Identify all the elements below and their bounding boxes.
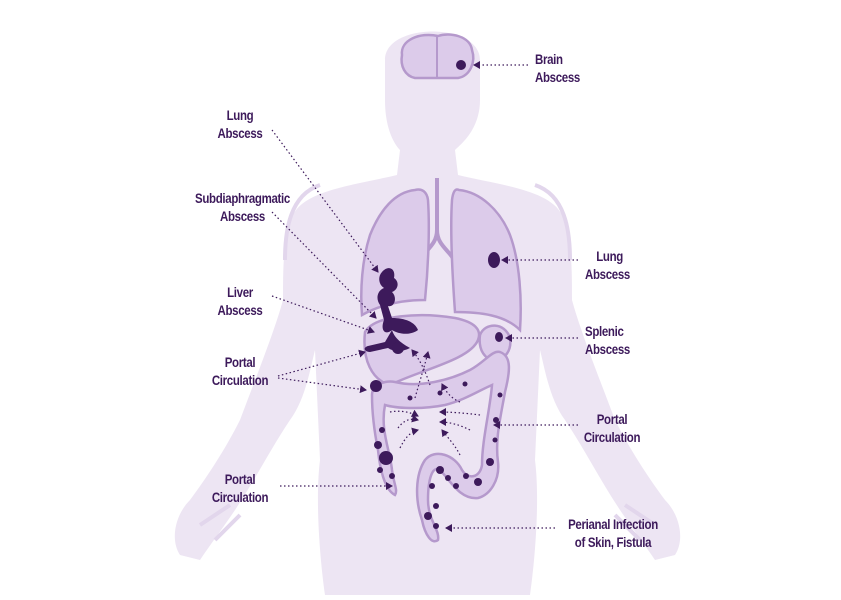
liver-abscess-label: Liver Abscess xyxy=(215,283,264,319)
lung-abscess-right-lesion xyxy=(488,252,500,268)
splenic-abscess-label: Splenic Abscess xyxy=(585,322,630,358)
portal-circulation-left-upper-label: Portal Circulation xyxy=(207,353,273,389)
lung-abscess-left-label: Lung Abscess xyxy=(215,106,264,142)
portal-circulation-left-lower-label: Portal Circulation xyxy=(207,470,273,506)
brain-abscess-label: Brain Abscess xyxy=(535,50,580,86)
portal-circulation-right-label: Portal Circulation xyxy=(579,410,645,446)
splenic-abscess-lesion xyxy=(495,332,503,342)
perianal-infection-label: Perianal Infection of Skin, Fistula xyxy=(560,515,667,551)
brain-abscess-lesion xyxy=(456,60,466,70)
subdiaphragmatic-abscess-label: Subdiaphragmatic Abscess xyxy=(187,189,298,225)
brain xyxy=(402,35,474,78)
lung-abscess-right-label: Lung Abscess xyxy=(585,247,634,283)
